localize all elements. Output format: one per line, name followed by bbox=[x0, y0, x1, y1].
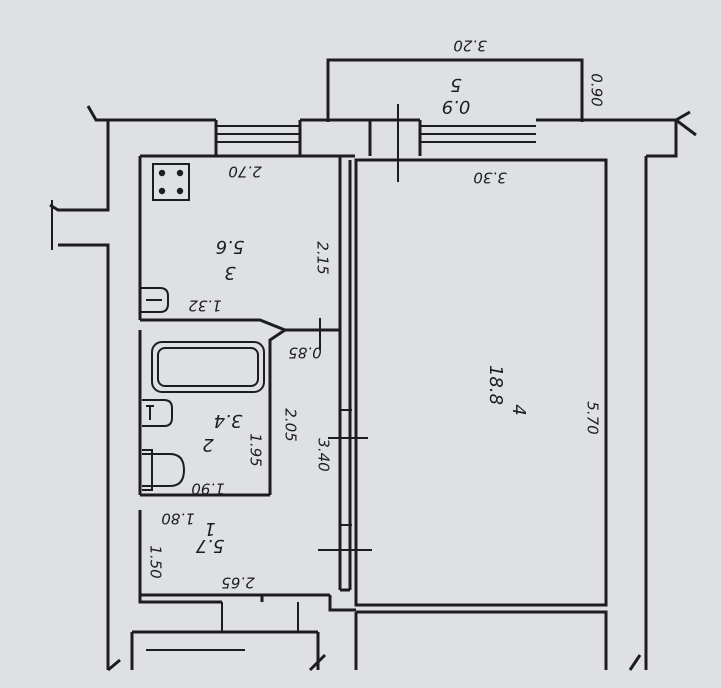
bath-area-label: 3.4 bbox=[214, 410, 243, 431]
room-area-label: 18.8 bbox=[485, 365, 506, 405]
kitchen-length-label: 2.15 bbox=[314, 241, 332, 274]
interior-walls bbox=[138, 154, 608, 612]
room-number-label: 4 bbox=[508, 404, 529, 415]
toilet-icon bbox=[142, 449, 186, 491]
kitchen-width-label: 2.70 bbox=[228, 163, 261, 181]
entrance-area-label: 5.7 bbox=[195, 535, 224, 556]
bath-niche-label: 0.85 bbox=[288, 344, 321, 362]
fixtures bbox=[140, 163, 265, 491]
corridor-length-label: 3.40 bbox=[315, 438, 333, 471]
bath-length-label: 1.95 bbox=[247, 433, 265, 466]
room-length-label: 5.70 bbox=[584, 401, 602, 434]
balcony-number-label: 5 bbox=[450, 74, 461, 95]
bath-wall-length-label: 2.05 bbox=[282, 408, 300, 441]
balcony-depth-label: 0.90 bbox=[588, 73, 606, 106]
kitchen-number-label: 3 bbox=[224, 262, 235, 283]
hall-side-width-label: 1.32 bbox=[188, 297, 221, 315]
entrance-depth-label: 1.50 bbox=[147, 545, 165, 578]
balcony bbox=[326, 58, 584, 122]
entrance-upper-width-label: 1.80 bbox=[161, 510, 194, 528]
bathtub-icon bbox=[151, 341, 265, 393]
kitchen-area-label: 5.6 bbox=[216, 236, 245, 257]
balcony-width-label: 3.20 bbox=[453, 37, 486, 55]
labels: 3.20 5 0.9 0.90 2.70 3 5.6 2.15 1.32 0.8… bbox=[147, 37, 606, 592]
washbasin-icon bbox=[142, 399, 173, 427]
bath-number-label: 2 bbox=[202, 434, 213, 455]
balcony-area-label: 0.9 bbox=[442, 96, 471, 117]
room-width-label: 3.30 bbox=[473, 169, 506, 187]
entrance-number-label: 1 bbox=[204, 518, 215, 539]
kitchen-sink-icon bbox=[140, 287, 169, 313]
bath-width-label: 1.90 bbox=[191, 480, 224, 498]
outer-walls bbox=[49, 104, 697, 672]
stove-icon bbox=[152, 163, 190, 201]
entrance-width-label: 2.65 bbox=[221, 574, 254, 592]
